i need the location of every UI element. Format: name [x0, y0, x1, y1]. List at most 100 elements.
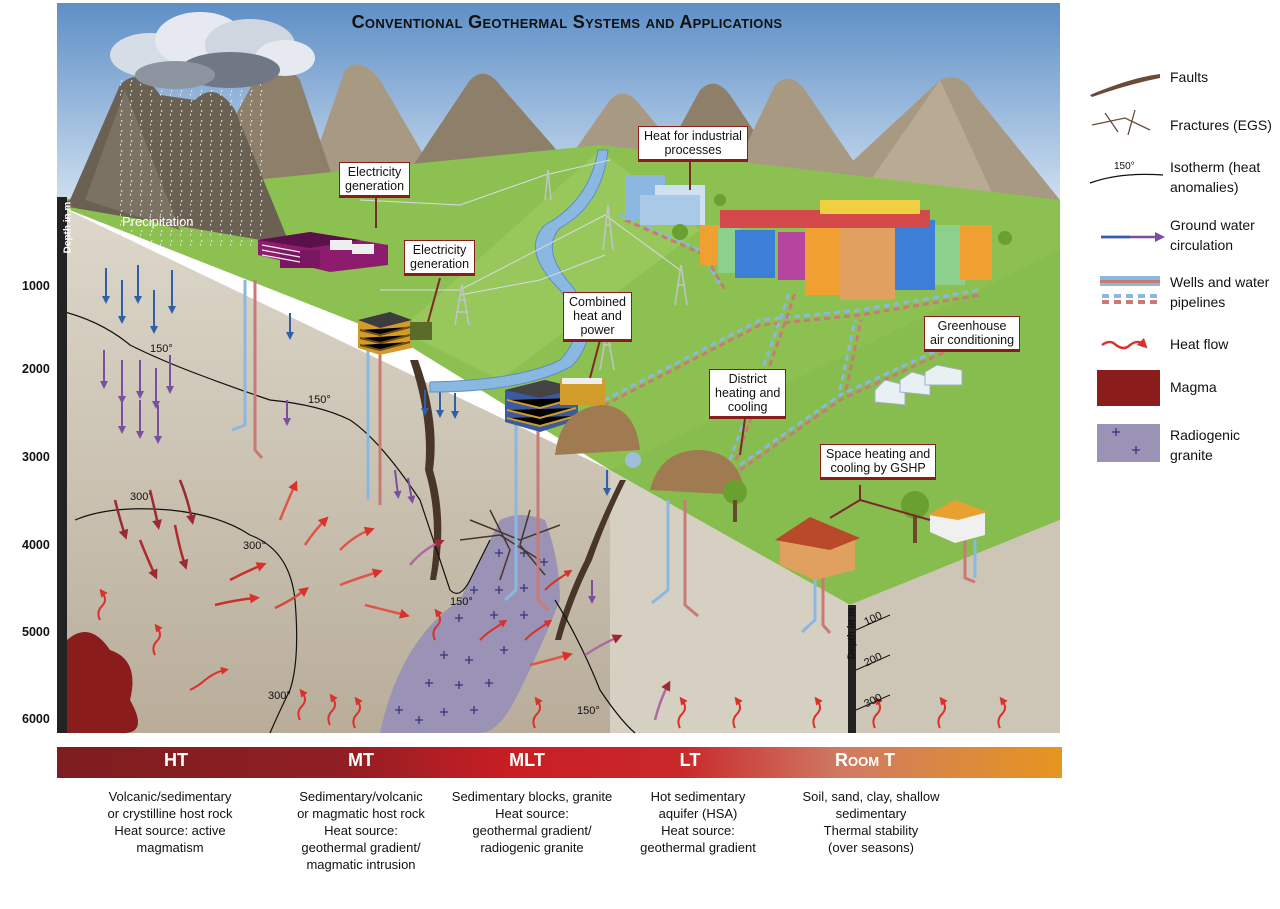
legend-label: Faults	[1170, 67, 1208, 87]
legend-line: anomalies)	[1170, 179, 1239, 195]
legend-line: Wells and water	[1170, 274, 1270, 290]
label-line: cooling by GSHP	[830, 461, 926, 475]
label-line: Greenhouse	[937, 319, 1007, 333]
faults	[410, 360, 626, 640]
isotherm-150-label-4: 150°	[577, 705, 600, 717]
desc-line: Heat source:	[661, 823, 735, 838]
band-label-ht: HT	[164, 750, 188, 770]
desc-line: or crystilline host rock	[107, 806, 233, 821]
gshp-label: Space heating and cooling by GSHP	[820, 444, 937, 480]
shallow-depth-ticks	[855, 614, 891, 711]
greenhouse-label: Greenhouse air conditioning	[924, 316, 1021, 352]
isotherm-150-label-1: 150°	[150, 343, 173, 355]
desc-line: (over seasons)	[828, 840, 914, 855]
legend-label: Ground water circulation	[1170, 215, 1255, 255]
shallow-depth-axis-title: Depth in m	[846, 607, 858, 660]
isotherm-150-label-3: 150°	[450, 596, 473, 608]
district-storage-2	[650, 450, 745, 495]
electricity-generation-label-1: Electricity generation	[339, 162, 411, 198]
legend-label: Magma	[1170, 377, 1217, 397]
district-storage-1	[555, 405, 640, 455]
label-line: cooling	[727, 400, 768, 414]
legend-line: Faults	[1170, 69, 1209, 85]
legend-line: granite	[1170, 447, 1213, 463]
depth-tick-1000: 1000	[22, 279, 50, 293]
isotherm-300-label-3: 300°	[268, 690, 291, 702]
depth-tick-2000: 2000	[22, 362, 50, 376]
label-line: power	[580, 323, 615, 337]
trees	[672, 194, 1012, 543]
legend-line: Heat flow	[1170, 336, 1229, 352]
label-leaders	[375, 160, 931, 521]
legend-label: Wells and water pipelines	[1170, 272, 1269, 312]
desc-line: or magmatic host rock	[297, 806, 425, 821]
label-line: generation	[410, 257, 470, 271]
band-label-mlt: MLT	[509, 750, 545, 770]
legend-line: Fractures (EGS)	[1170, 117, 1272, 133]
city-buildings	[700, 200, 992, 300]
desc-line: aquifer (HSA)	[658, 806, 738, 821]
desc-line: magmatism	[136, 840, 204, 855]
magma	[67, 632, 138, 734]
isotherm-icon: 150°	[1114, 161, 1135, 172]
depth-tick-3000: 3000	[22, 450, 50, 464]
industrial-heat-label: Heat for industrial processes	[638, 126, 748, 162]
diagram-title: Conventional Geothermal Systems and Appl…	[351, 12, 783, 32]
isotherm-300-label-1: 300°	[130, 491, 153, 503]
label-line: Space heating and	[826, 447, 931, 461]
power-plant-2	[358, 312, 432, 355]
label-line: Electricity	[412, 243, 467, 257]
district-heating-label: District heating and cooling	[709, 369, 787, 419]
band-desc-room-t: Soil, sand, clay, shallow sedimentary Th…	[781, 788, 961, 856]
depth-tick-4000: 4000	[22, 538, 50, 552]
label-line: generation	[345, 179, 405, 193]
desc-line: Hot sedimentary	[650, 789, 746, 804]
label-line: Combined	[569, 295, 626, 309]
label-line: heating and	[715, 386, 781, 400]
band-desc-mlt: Sedimentary blocks, granite Heat source:…	[437, 788, 627, 856]
isotherm-150-label-2: 150°	[308, 394, 331, 406]
electricity-generation-label-2: Electricity generation	[404, 240, 476, 276]
band-desc-ht: Volcanic/sedimentary or crystilline host…	[80, 788, 260, 856]
legend-label: Fractures (EGS)	[1170, 115, 1272, 135]
shallow-depth-bar	[848, 605, 856, 733]
legend-line: pipelines	[1170, 294, 1226, 310]
temperature-band	[57, 747, 1062, 778]
power-plant-1	[258, 232, 388, 272]
chp-label: Combined heat and power	[563, 292, 632, 342]
legend-line: Isotherm (heat	[1170, 159, 1261, 175]
greenhouse	[874, 364, 963, 406]
desc-line: Thermal stability	[823, 823, 919, 838]
fractures	[459, 509, 561, 581]
legend-label: Heat flow	[1170, 334, 1228, 354]
label-line: Electricity	[347, 165, 402, 179]
legend-line: Ground water	[1170, 217, 1255, 233]
desc-line: Soil, sand, clay, shallow	[802, 789, 940, 804]
depth-tick-5000: 5000	[22, 625, 50, 639]
groundwater-arrows	[102, 265, 611, 496]
pipelines	[594, 213, 981, 472]
desc-line: Sedimentary/volcanic	[299, 789, 423, 804]
precipitation-label: Precipitation	[122, 214, 194, 229]
rain	[120, 80, 270, 250]
legend-line: circulation	[1170, 237, 1234, 253]
desc-line: Volcanic/sedimentary	[108, 789, 232, 804]
label-line: Heat for industrial	[644, 129, 742, 143]
label-line: processes	[664, 143, 722, 157]
label-line: heat and	[573, 309, 622, 323]
desc-line: geothermal gradient	[640, 840, 756, 855]
legend-label: Radiogenic granite	[1170, 425, 1240, 465]
river	[429, 149, 609, 393]
heat-flow-arrows	[97, 569, 1008, 729]
band-label-mt: MT	[348, 750, 374, 770]
desc-line: geothermal gradient/	[301, 840, 421, 855]
desc-line: magmatic intrusion	[306, 857, 416, 872]
desc-line: Heat source:	[495, 806, 569, 821]
legend-symbols	[1089, 74, 1165, 462]
depth-axis-bar	[57, 197, 67, 733]
power-lines	[359, 159, 681, 296]
legend-line: Radiogenic	[1170, 427, 1241, 443]
band-label-room-t: Room T	[834, 750, 896, 770]
band-desc-mt: Sedimentary/volcanic or magmatic host ro…	[271, 788, 451, 873]
